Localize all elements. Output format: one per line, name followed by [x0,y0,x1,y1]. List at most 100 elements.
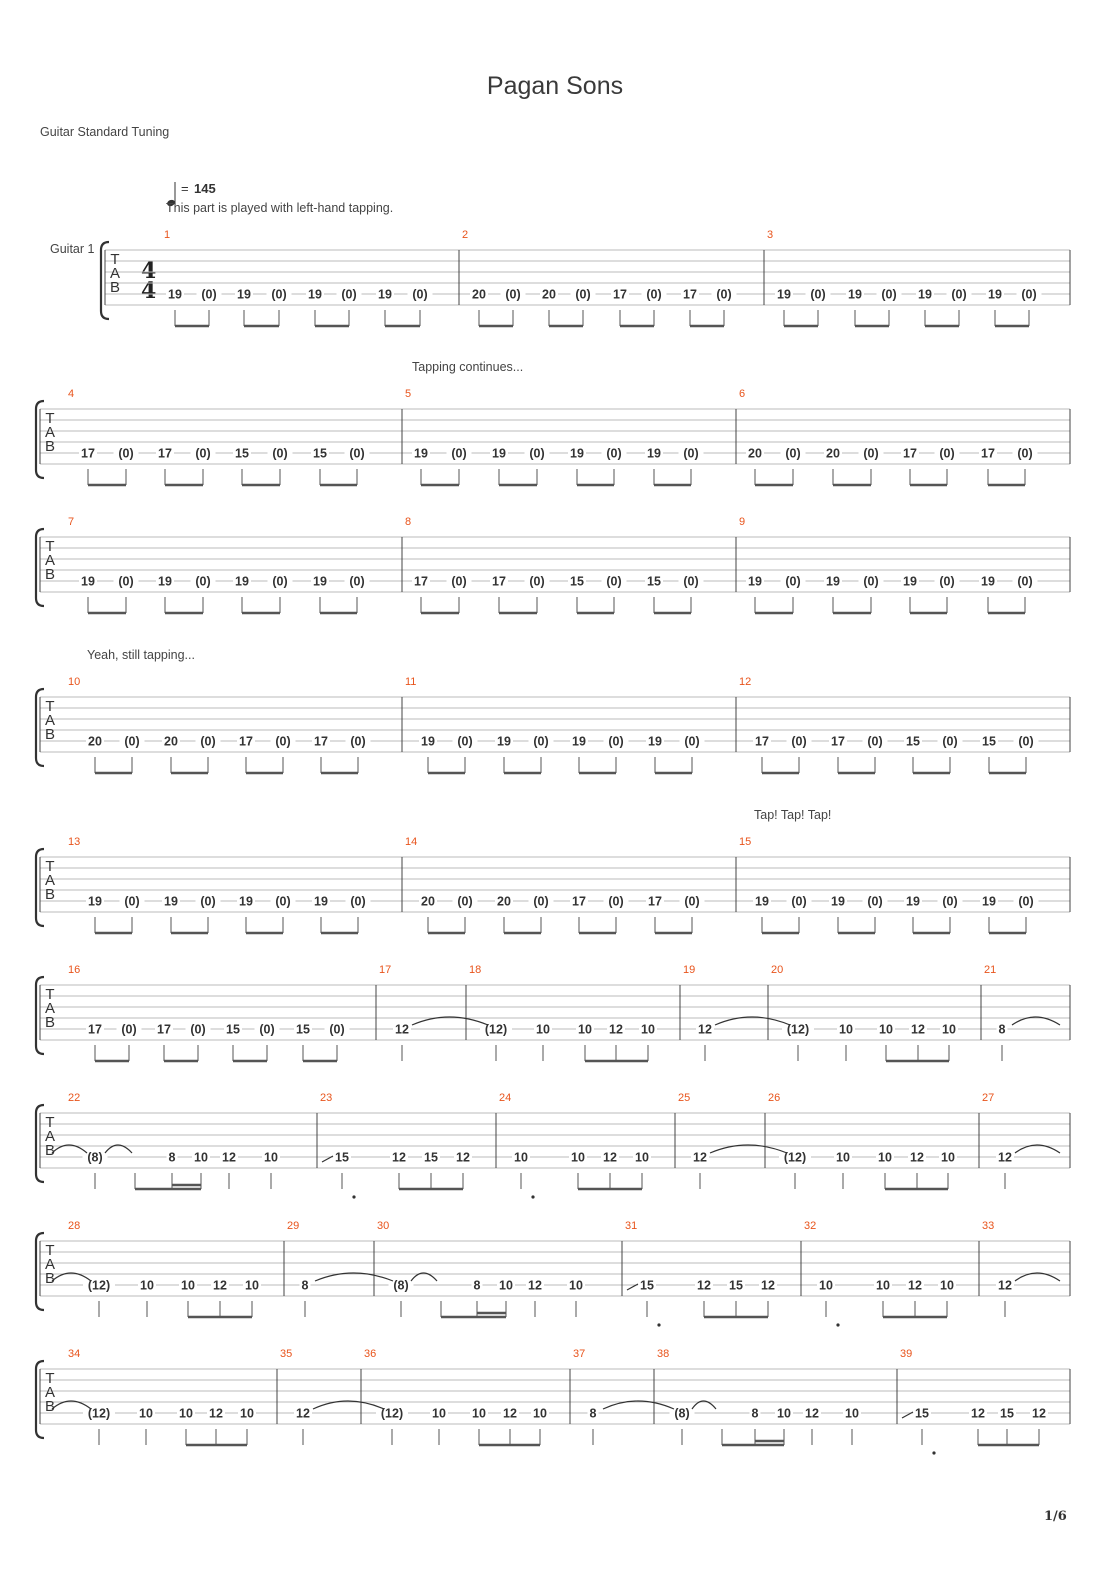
tab-note: (0) [867,895,882,909]
tab-note: (0) [505,288,520,302]
time-signature-bottom: 4 [141,278,156,304]
tab-note: 20 [826,447,840,461]
tab-note: (0) [683,447,698,461]
time-signature-top: 4 [141,258,156,284]
tie-arc [51,1144,88,1154]
tab-note: 8 [302,1279,309,1293]
tab-system: TAB119(0)19(0)19(0)19(0)220(0)20(0)17(0)… [99,229,1071,328]
measure-number: 2 [462,229,468,241]
tab-note: 15 [906,735,920,749]
slide-mark [901,1411,914,1419]
track-name: Guitar 1 [50,242,95,256]
tab-note: 10 [941,1151,955,1165]
tab-note: (0) [1018,735,1033,749]
tab-note: (0) [791,735,806,749]
tab-note: 15 [335,1151,349,1165]
tab-note: 10 [264,1151,278,1165]
measure-number: 27 [982,1092,994,1104]
measure-number: 15 [739,836,751,848]
tab-note: (8) [87,1151,102,1165]
tab-note: (0) [939,575,954,589]
tab-clef-letter: A [45,552,55,569]
tab-clef-letter: B [45,1398,55,1415]
tab-note: (0) [457,895,472,909]
staff-lines [39,696,1070,753]
tab-note: 19 [988,288,1002,302]
tab-note: (0) [350,735,365,749]
tab-clef-letter: A [45,424,55,441]
tab-clef-letter: A [45,1000,55,1017]
system-bracket [34,847,45,928]
tab-note: 19 [826,575,840,589]
tab-note: (0) [1018,895,1033,909]
tab-note: 19 [88,895,102,909]
annotation-still-tapping: Yeah, still tapping... [87,648,195,662]
tab-note: 15 [313,447,327,461]
tab-note: (0) [863,575,878,589]
measure: 519(0)19(0)19(0)19(0) [405,388,737,487]
tab-note: 12 [998,1279,1012,1293]
tie-arc [314,1272,394,1282]
tab-note: 12 [761,1279,775,1293]
measure-number: 22 [68,1092,80,1104]
tab-system: TAB1020(0)20(0)17(0)17(0)1119(0)19(0)19(… [34,676,1071,775]
tab-note: 10 [569,1279,583,1293]
tab-note: 15 [982,735,996,749]
tab-note: (0) [684,735,699,749]
tab-note: 12 [213,1279,227,1293]
tab-note: (0) [785,575,800,589]
tab-note: (0) [608,895,623,909]
measure-number: 20 [771,964,783,976]
page-title: Pagan Sons [486,72,624,100]
measure-number: 34 [68,1348,80,1360]
tab-note: 12 [971,1407,985,1421]
tab-note: (12) [784,1151,806,1165]
measure-number: 31 [625,1220,637,1232]
tab-note: 17 [88,1023,102,1037]
tab-note: 19 [378,288,392,302]
tab-note: 10 [139,1407,153,1421]
rhythm-dot [932,1451,936,1455]
tab-note: 17 [648,895,662,909]
tab-clef-letter: B [45,726,55,743]
measure: 319(0)19(0)19(0)19(0) [767,229,1071,328]
tab-note: 12 [603,1151,617,1165]
tab-note: (0) [575,288,590,302]
tab-note: (0) [791,895,806,909]
measure-number: 17 [379,964,391,976]
tie-arc [312,1400,385,1410]
tab-note: (0) [118,575,133,589]
tab-note: 17 [492,575,506,589]
tab-note: 19 [313,575,327,589]
tab-note: (0) [785,447,800,461]
system-bracket [34,687,45,768]
tab-note: (0) [1017,575,1032,589]
measure-number: 35 [280,1348,292,1360]
tab-note: 10 [845,1407,859,1421]
measure: 220(0)20(0)17(0)17(0) [462,229,765,328]
tab-note: 19 [831,895,845,909]
system-bracket [34,1103,45,1184]
tab-note: 15 [570,575,584,589]
tab-note: 12 [908,1279,922,1293]
tab-note: (12) [381,1407,403,1421]
tab-note: 10 [839,1023,853,1037]
tab-clef: TAB [45,858,55,903]
tab-note: 17 [683,288,697,302]
tab-note: 10 [194,1151,208,1165]
tab-note: 17 [903,447,917,461]
tab-note: 12 [528,1279,542,1293]
tab-note: 8 [474,1279,481,1293]
tab-note: 8 [752,1407,759,1421]
tab-note: (12) [88,1279,110,1293]
tab-note: (0) [195,447,210,461]
